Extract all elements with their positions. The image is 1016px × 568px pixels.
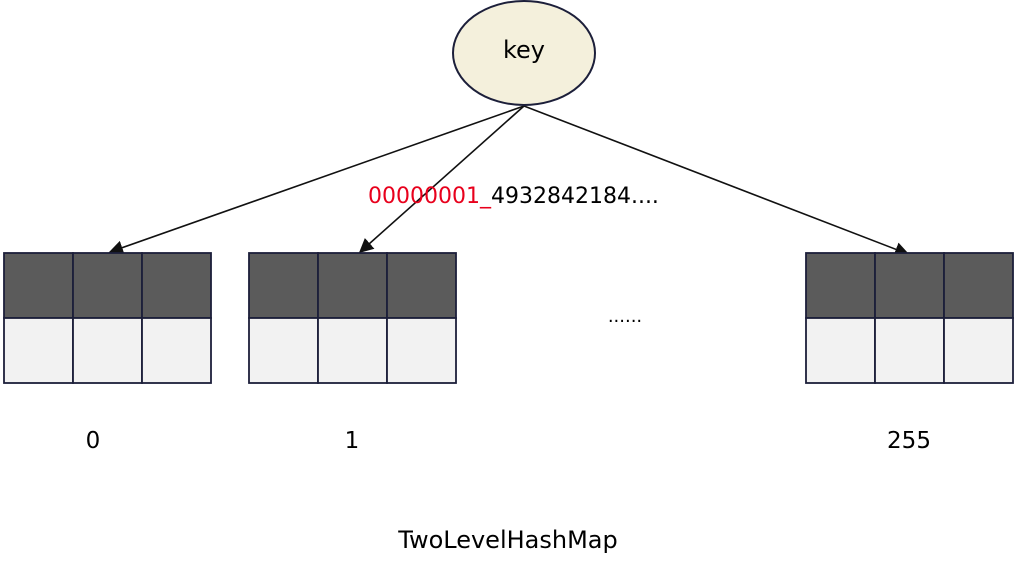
bucket-cell bbox=[874, 252, 945, 319]
bucket-cell bbox=[3, 317, 74, 384]
bucket-cell bbox=[386, 317, 457, 384]
diagram-caption: TwoLevelHashMap bbox=[398, 526, 618, 554]
arrow-to-bucket-255 bbox=[523, 105, 910, 257]
omitted-buckets-ellipsis: ...... bbox=[607, 306, 643, 327]
key-node bbox=[452, 0, 596, 106]
bucket-index-label: 0 bbox=[85, 428, 101, 454]
bucket-cell bbox=[943, 317, 1014, 384]
bucket-cell bbox=[248, 317, 319, 384]
bucket-cell bbox=[805, 252, 876, 319]
bucket-255-table bbox=[805, 252, 1014, 384]
bucket-cell bbox=[141, 317, 212, 384]
bucket-cell bbox=[3, 252, 74, 319]
hash-value-label: 00000001_4932842184.... bbox=[368, 184, 659, 209]
arrow-to-bucket-1 bbox=[358, 105, 525, 253]
bucket-cell bbox=[72, 317, 143, 384]
hash-prefix: 00000001_ bbox=[368, 184, 491, 209]
bucket-index-label: 1 bbox=[344, 428, 360, 454]
bucket-cell bbox=[72, 252, 143, 319]
bucket-0-table bbox=[3, 252, 212, 384]
bucket-cell bbox=[317, 252, 388, 319]
bucket-index-label: 255 bbox=[887, 428, 931, 454]
bucket-cell bbox=[141, 252, 212, 319]
arrow-to-bucket-0 bbox=[108, 105, 525, 255]
bucket-cell bbox=[805, 317, 876, 384]
bucket-cell bbox=[248, 252, 319, 319]
bucket-cell bbox=[317, 317, 388, 384]
bucket-1-table bbox=[248, 252, 457, 384]
bucket-cell bbox=[943, 252, 1014, 319]
key-label: key bbox=[502, 36, 545, 64]
hash-suffix: 4932842184.... bbox=[490, 184, 659, 209]
bucket-cell bbox=[386, 252, 457, 319]
bucket-cell bbox=[874, 317, 945, 384]
